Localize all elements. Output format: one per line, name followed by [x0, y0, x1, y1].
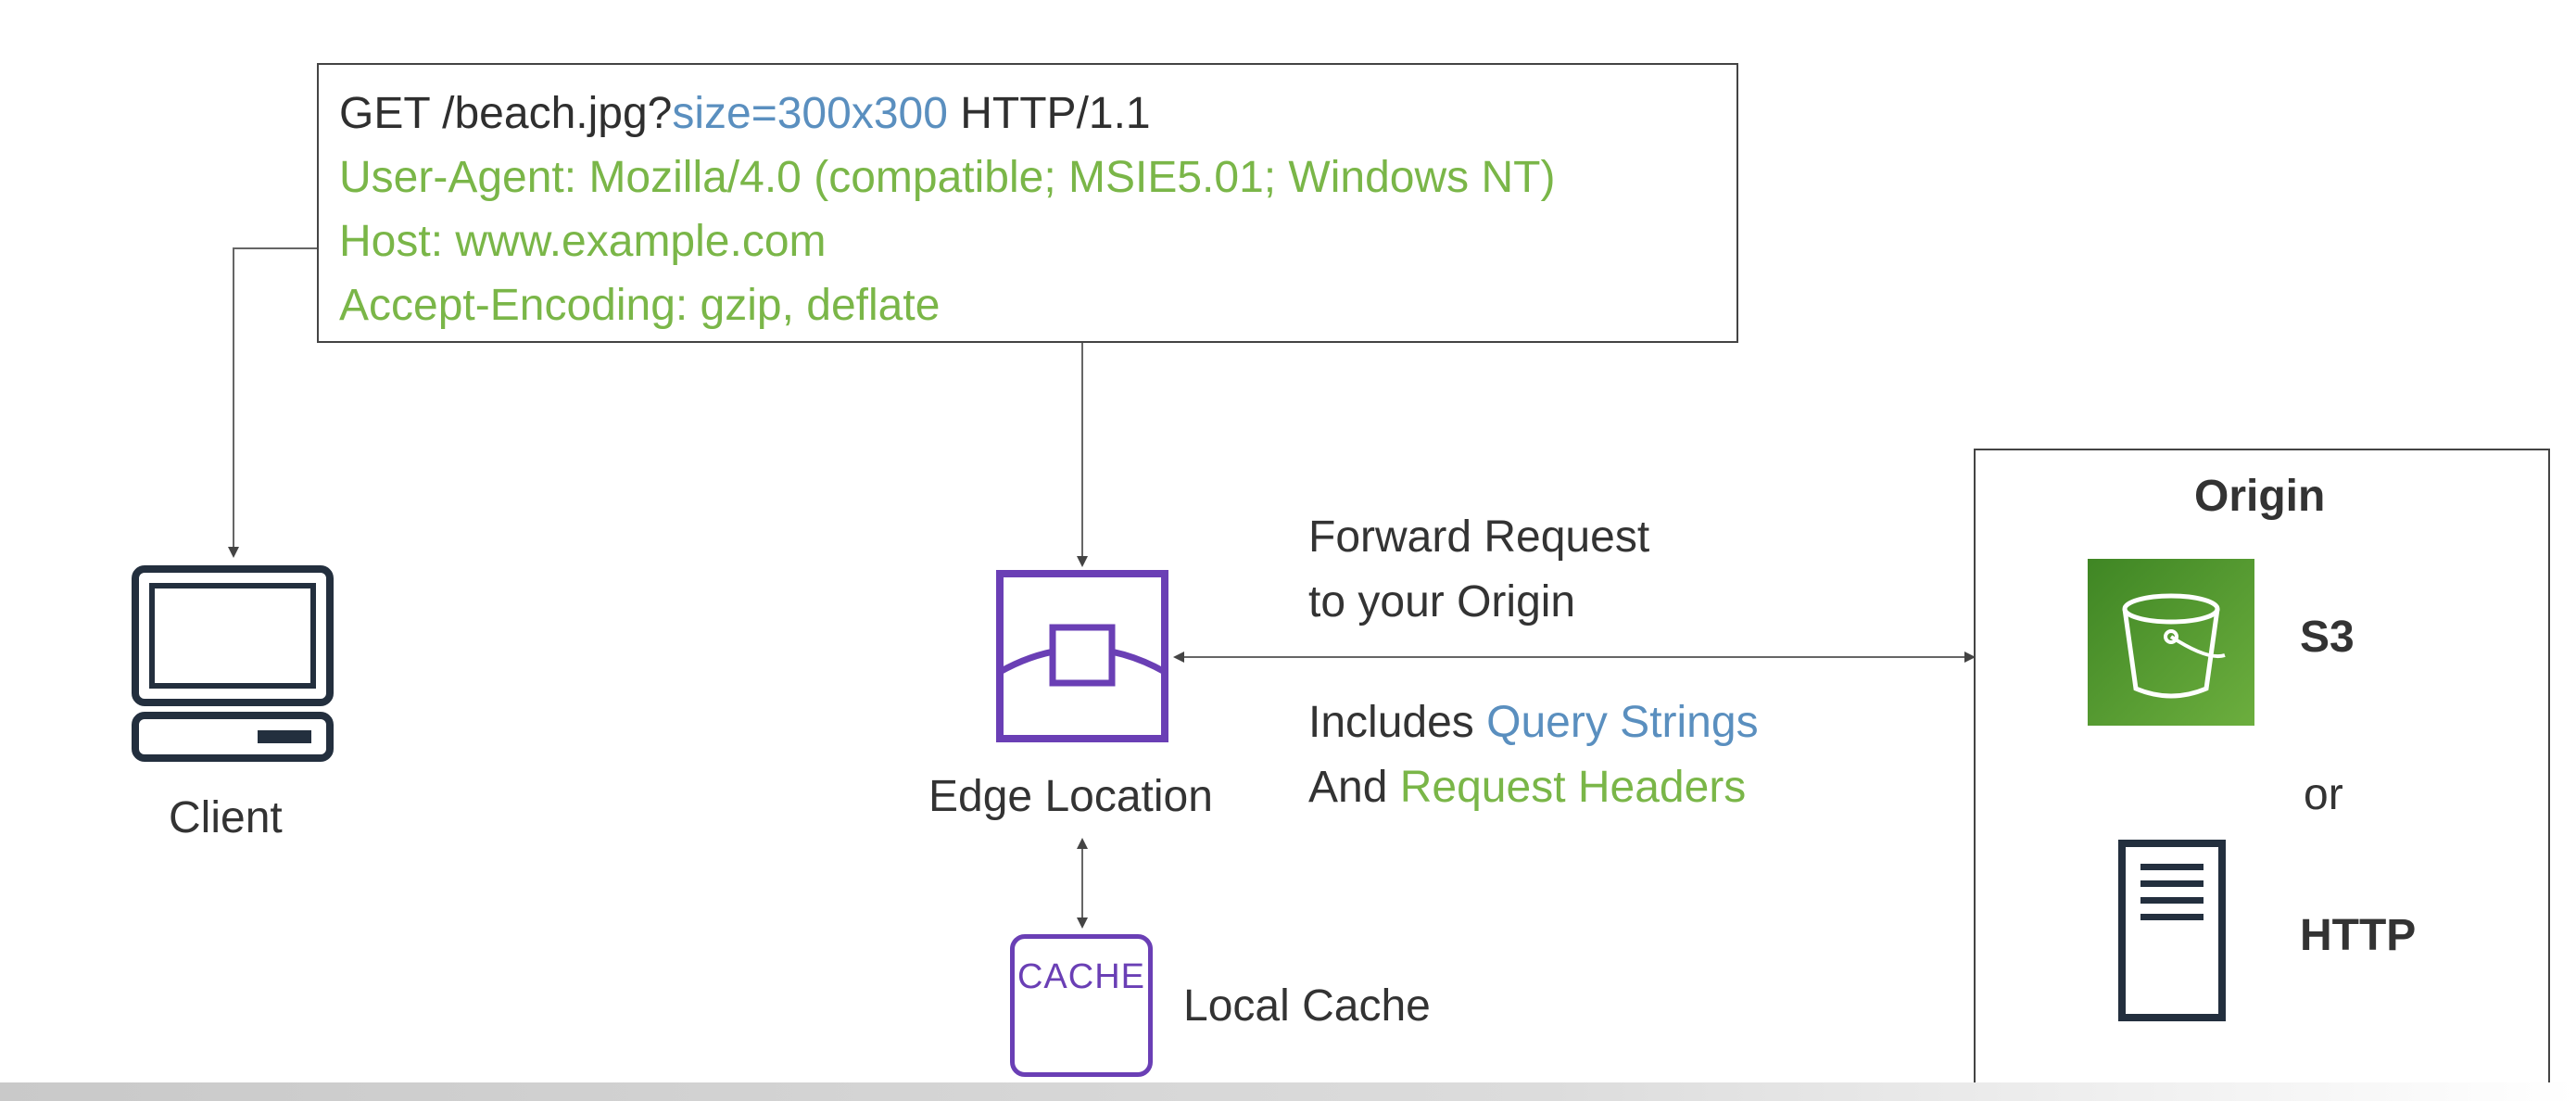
- cache-icon-text: CACHE: [1017, 957, 1146, 996]
- edge-location-label: Edge Location: [928, 772, 1213, 821]
- header-user-agent: User-Agent: Mozilla/4.0 (compatible; MSI…: [339, 153, 1556, 202]
- http-label: HTTP: [2300, 911, 2417, 960]
- client-label: Client: [169, 793, 283, 842]
- arrow-request-to-client: [228, 247, 317, 558]
- includes-query-strings: Includes Query Strings: [1308, 697, 1759, 748]
- edge-location-icon: [996, 570, 1168, 742]
- s3-label: S3: [2300, 613, 2355, 662]
- request-query-string: size=300x300: [672, 89, 948, 138]
- cache-icon: CACHE: [1010, 934, 1153, 1077]
- request-method-path: GET /beach.jpg?: [339, 89, 673, 138]
- local-cache-label: Local Cache: [1183, 981, 1431, 1031]
- slide-bottom-shadow: [0, 1082, 2576, 1101]
- computer-icon: [132, 565, 334, 762]
- includes-prefix: Includes: [1308, 698, 1487, 747]
- request-headers-highlight: Request Headers: [1399, 763, 1747, 812]
- and-request-headers: And Request Headers: [1308, 762, 1746, 813]
- http-request-box: GET /beach.jpg?size=300x300 HTTP/1.1 Use…: [317, 63, 1738, 343]
- server-icon: [2118, 840, 2226, 1021]
- request-line: GET /beach.jpg?size=300x300 HTTP/1.1: [339, 82, 1736, 146]
- and-prefix: And: [1308, 763, 1400, 812]
- origin-title: Origin: [2194, 472, 2326, 521]
- s3-bucket-icon: [2088, 559, 2254, 726]
- header-host: Host: www.example.com: [339, 217, 827, 266]
- forward-request-line1: Forward Request: [1308, 513, 1650, 562]
- forward-request-line2: to your Origin: [1308, 577, 1576, 626]
- or-label: or: [2304, 770, 2343, 819]
- origin-box: [1974, 449, 2550, 1084]
- header-accept-encoding: Accept-Encoding: gzip, deflate: [339, 281, 941, 330]
- request-http-version: HTTP/1.1: [947, 89, 1151, 138]
- query-strings-highlight: Query Strings: [1486, 698, 1759, 747]
